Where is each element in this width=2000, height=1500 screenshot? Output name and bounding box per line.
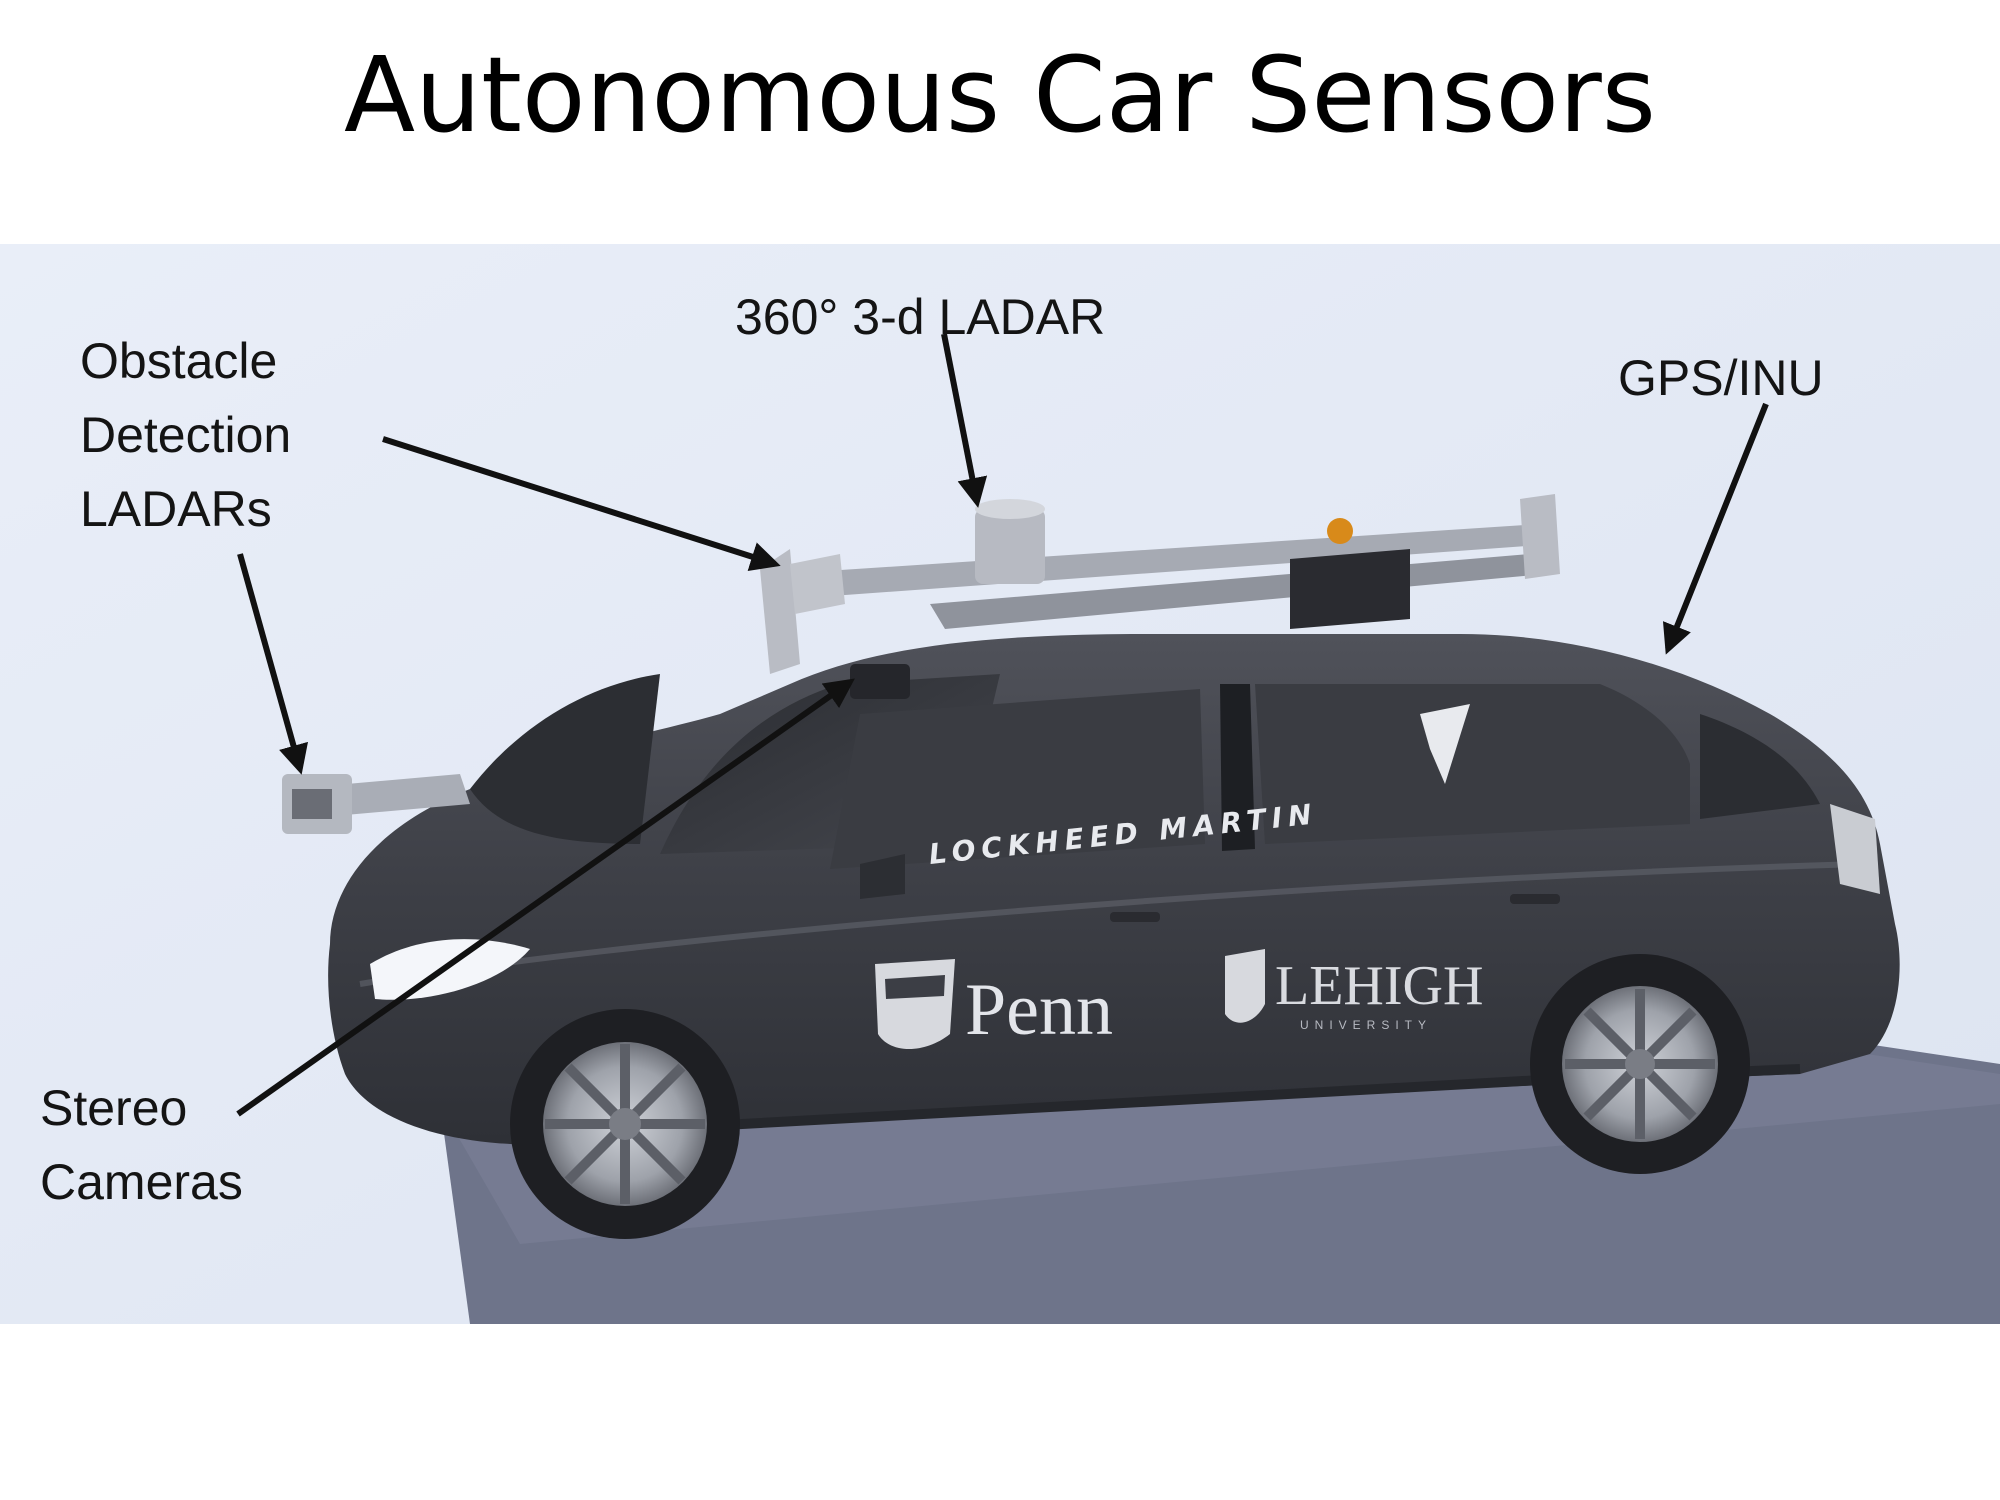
penn-shield-icon xyxy=(875,959,955,1049)
penn-text: Penn xyxy=(965,969,1113,1051)
front-wheel xyxy=(510,1009,740,1239)
headlight xyxy=(370,939,530,1000)
car-illustration: LOCKHEED MARTIN Penn LEHIGH UNIVERSITY xyxy=(0,244,2000,1324)
arrow-stereo xyxy=(236,678,855,1117)
roof-rack xyxy=(760,494,1560,674)
tail-light xyxy=(1830,804,1880,894)
lockheed-star-icon xyxy=(1420,704,1470,784)
label-obstacle-ladars: Obstacle Detection LADARs xyxy=(80,333,292,537)
lehigh-subtext: UNIVERSITY xyxy=(1300,1018,1432,1032)
arrow-ladar360 xyxy=(941,333,988,508)
lehigh-shield-icon xyxy=(1225,949,1265,1023)
windshield xyxy=(470,674,660,844)
front-sensor-bar xyxy=(282,774,470,834)
arrow-obstacle-roof xyxy=(382,436,781,571)
car-windows xyxy=(660,674,1820,869)
label-360-ladar: 360° 3-d LADAR xyxy=(735,289,1106,345)
side-mirror xyxy=(860,854,905,899)
callout-arrows xyxy=(236,333,1769,1117)
arrow-gps xyxy=(1662,402,1769,655)
rear-wheel xyxy=(1530,954,1750,1174)
label-stereo-cameras: Stereo Cameras xyxy=(40,1080,243,1210)
car-sensor-figure: LOCKHEED MARTIN Penn LEHIGH UNIVERSITY 3… xyxy=(0,244,2000,1324)
arrow-obstacle-front xyxy=(237,553,308,775)
stereo-camera-unit xyxy=(850,664,910,699)
label-gps-inu: GPS/INU xyxy=(1618,350,1824,406)
lehigh-text: LEHIGH xyxy=(1275,955,1483,1017)
slide-title: Autonomous Car Sensors xyxy=(344,34,1656,156)
